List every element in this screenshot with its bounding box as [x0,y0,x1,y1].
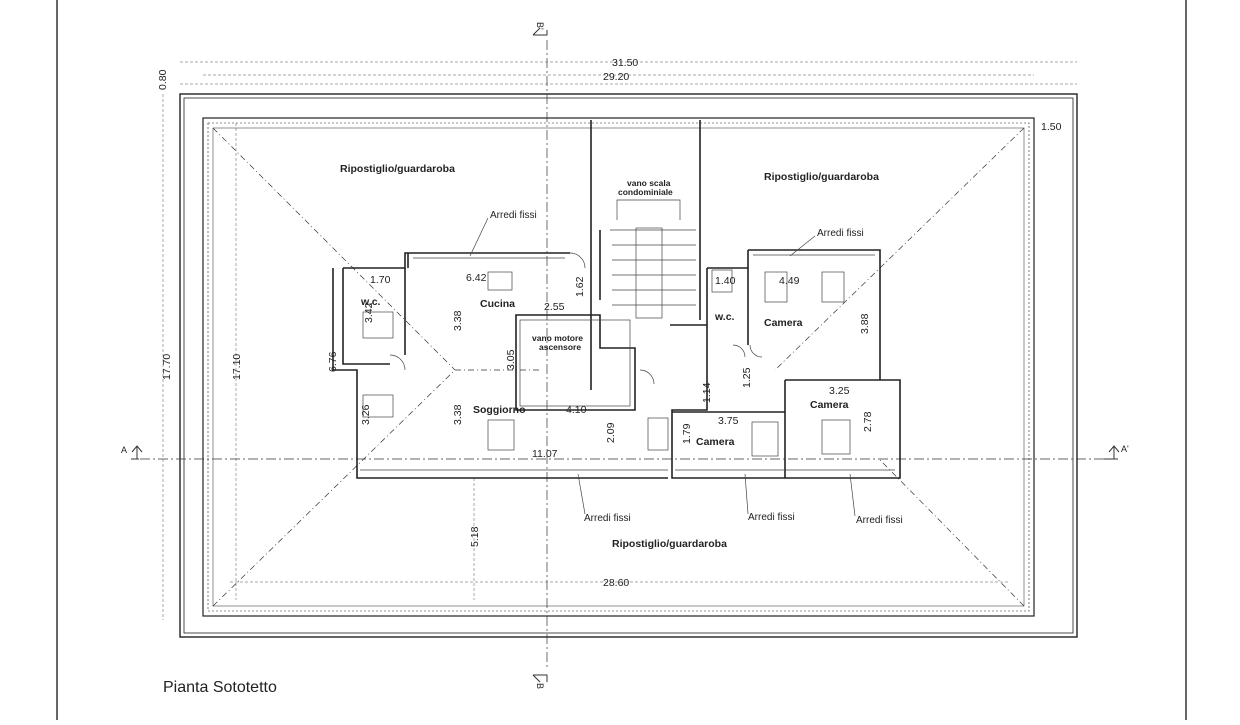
top-dimensions [180,61,1077,85]
section-label-b-prime: B' [535,22,545,30]
dim-camera-1-width: 4.49 [779,275,800,287]
room-label-stair-2: condominiale [618,187,673,197]
dim-wc-left-width: 1.70 [370,274,391,286]
room-label-store-top-left: Ripostiglio/guardaroba [340,163,455,175]
section-label-a-prime: A' [1121,444,1129,454]
section-marker-a-right: A' [1104,444,1129,460]
room-label-motor-2: ascensore [539,342,581,352]
dim-edge: 1.50 [1041,121,1062,133]
section-label-b: B [535,683,545,689]
note-fixed-furniture-2: Arredi fissi [817,228,864,239]
dim-camera-3-height: 1.79 [681,423,693,444]
roof-outline [179,93,1078,638]
section-marker-b-top: B' [532,22,548,36]
room-label-stair-1: vano scala [627,178,671,188]
dim-hall-a: 1.14 [701,382,713,403]
dim-living-inner: 2.09 [605,422,617,443]
room-label-store-top-right: Ripostiglio/guardaroba [764,171,879,183]
dim-kitchen-inner: 2.55 [544,301,565,313]
room-label-camera-3: Camera [696,436,735,448]
room-label-camera-1: Camera [764,317,803,329]
dim-bottom-depth: 5.18 [469,526,481,547]
dim-overall-depth: 17.70 [161,354,173,380]
leader-lines [469,217,856,517]
dim-living-width: 11.07 [532,448,558,460]
dim-kitchen-width: 6.42 [466,272,487,284]
note-fixed-furniture-4: Arredi fissi [748,512,795,523]
dim-overall-width: 31.50 [612,57,638,69]
dim-wc-left-height: 3.42 [363,302,375,323]
dim-camera-2-height: 2.78 [862,411,874,432]
section-marker-b-bottom: B [532,674,548,689]
dim-camera-2-width: 3.25 [829,385,850,397]
section-axes [140,40,1110,670]
note-fixed-furniture-3: Arredi fissi [584,513,631,524]
dim-left-lower: 3.26 [360,404,372,425]
dim-motor-width: 4.10 [566,404,587,416]
dim-camera-3-width: 3.75 [718,415,739,427]
left-dimensions [162,94,237,620]
dim-motor-height: 3.05 [505,349,517,370]
dim-kitchen-stair: 1.62 [574,276,586,297]
room-label-kitchen: Cucina [480,298,515,310]
dim-overhang: 0.80 [157,69,169,90]
room-label-motor-1: vano motore [532,333,583,343]
interior-details [360,199,895,471]
dim-living-height: 3.38 [452,404,464,425]
dim-bottom-width: 28.60 [603,577,629,589]
dim-hall-b: 1.25 [741,367,753,388]
note-fixed-furniture-5: Arredi fissi [856,515,903,526]
room-label-wc-left: w.c. [360,296,381,308]
note-fixed-furniture-1: Arredi fissi [490,210,537,221]
dim-left-height: 6.76 [327,351,339,372]
room-label-store-bottom: Ripostiglio/guardaroba [612,538,727,550]
plan-caption: Pianta Sototetto [163,679,277,696]
roof-hip-lines [212,127,1025,607]
room-label-wc-right: w.c. [714,311,735,323]
section-label-a: A [121,445,127,455]
dim-inner-width: 29.20 [603,71,629,83]
room-label-camera-2: Camera [810,399,849,411]
room-label-living: Soggiorno [473,404,526,416]
dim-kitchen-height: 3.38 [452,310,464,331]
section-marker-a-left: A [121,445,143,460]
apartment-walls [332,120,901,479]
dim-camera-1-height: 3.88 [859,313,871,334]
dim-inner-depth: 17.10 [231,354,243,380]
dim-wc-right-width: 1.40 [715,275,736,287]
